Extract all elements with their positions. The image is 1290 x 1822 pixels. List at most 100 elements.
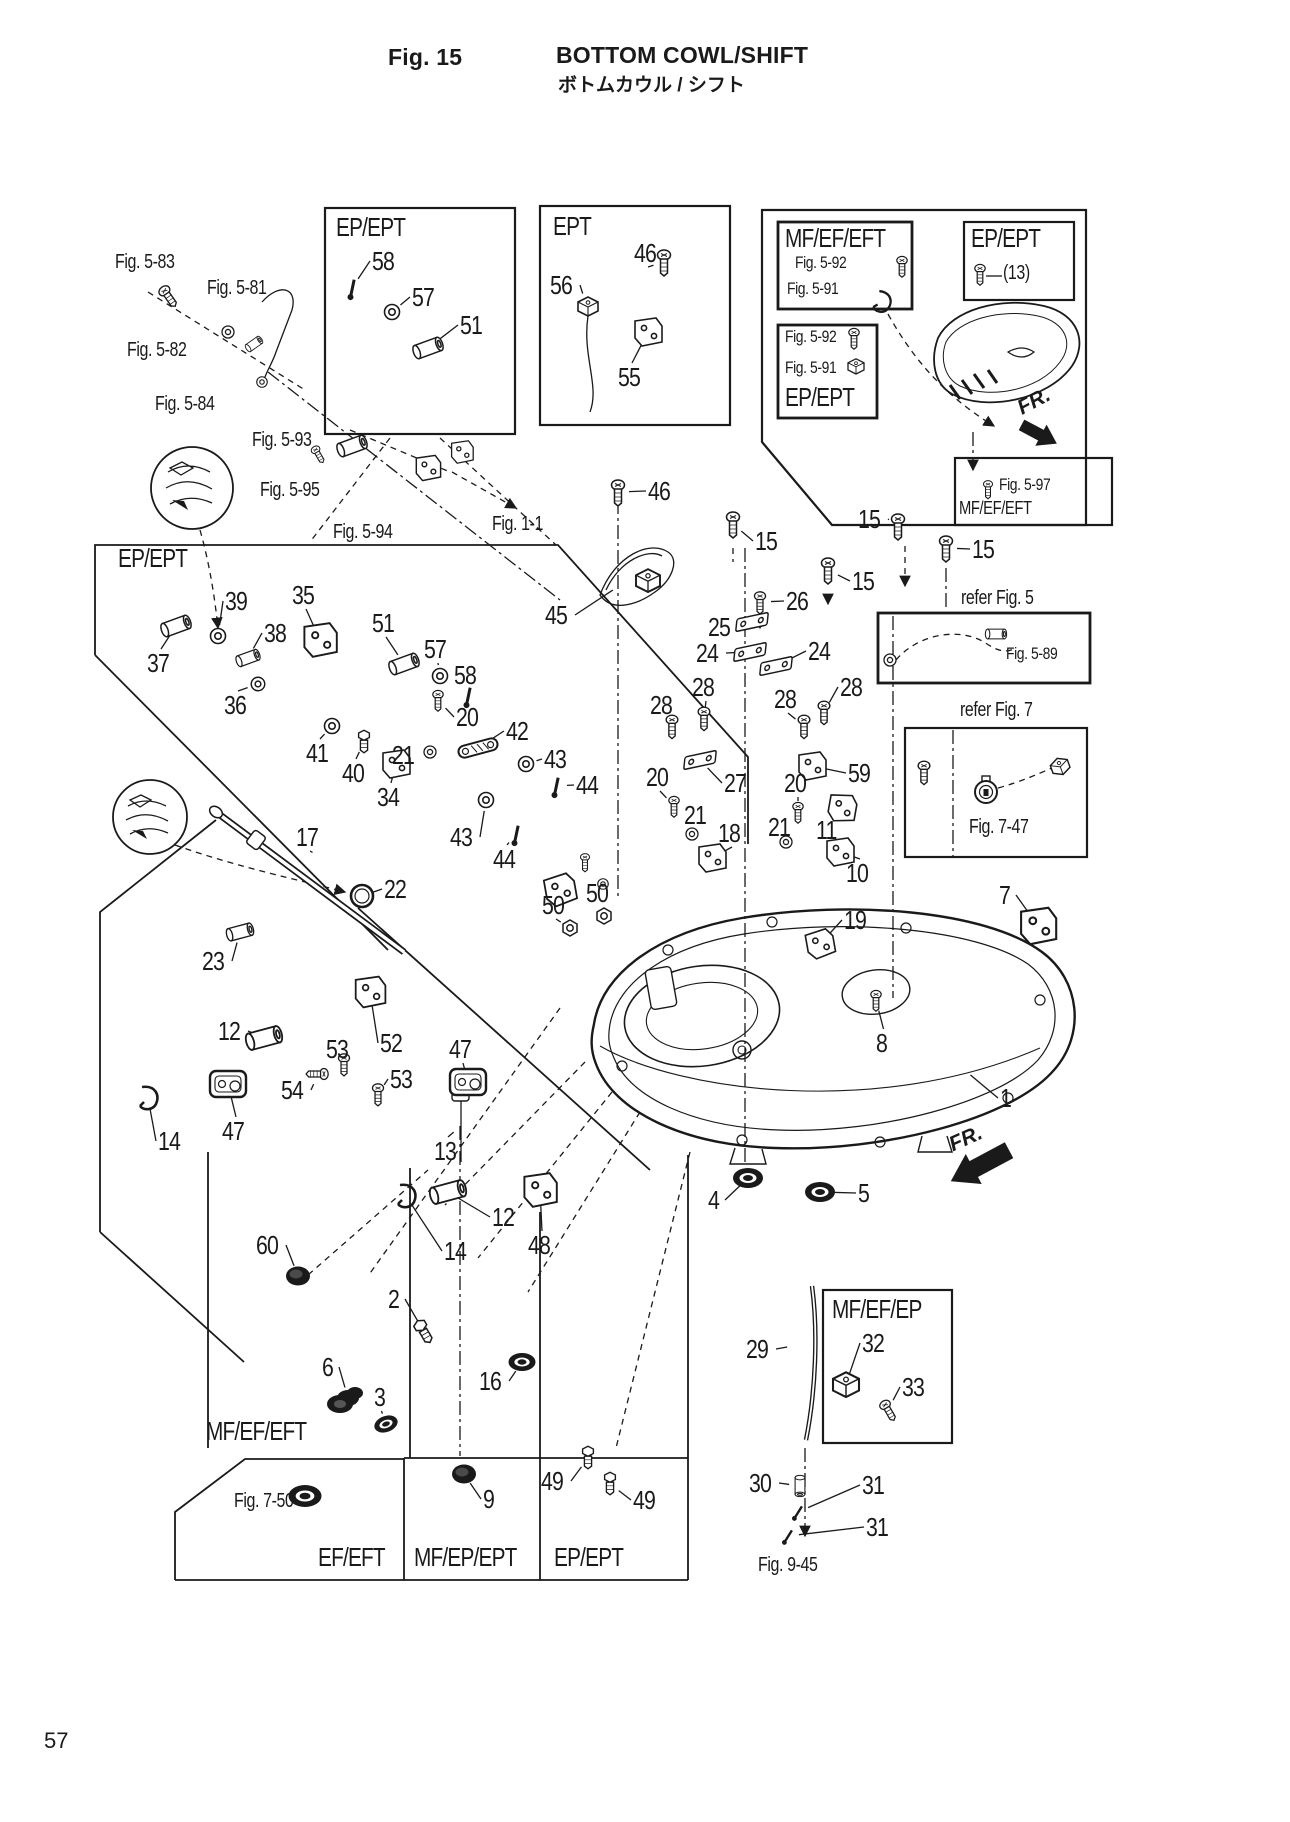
callout-40: 40: [342, 758, 365, 788]
part-cap: [286, 1266, 310, 1286]
leader-line: [355, 751, 360, 760]
callout-26: 26: [786, 586, 809, 616]
callout-13: 13: [434, 1136, 457, 1166]
part-scr: [156, 283, 181, 311]
callout-2: 2: [388, 1284, 400, 1314]
leader-line: [830, 1191, 857, 1194]
callout-37: 37: [147, 648, 170, 678]
leader-line: [570, 1466, 582, 1482]
callout-49: 49: [541, 1466, 564, 1496]
label-ep-ept: EP/EPT: [554, 1542, 624, 1572]
label-ef-eft: EF/EFT: [318, 1542, 386, 1572]
part-was: [517, 755, 535, 773]
leader-line: [149, 1108, 157, 1142]
part-scr: [817, 700, 831, 726]
label-fig-5-89: Fig. 5-89: [1006, 644, 1058, 663]
part-b3d: [577, 296, 599, 317]
callout-20: 20: [646, 762, 669, 792]
part-was: [883, 653, 897, 667]
part-brk: [303, 622, 338, 658]
leader-line: [469, 1482, 482, 1500]
leader-line: [878, 1010, 885, 1030]
part-cyl: [243, 1024, 285, 1052]
leader-line: [380, 1410, 384, 1414]
part-clp: [396, 1183, 417, 1209]
part-key: [974, 775, 998, 804]
leader-line: [447, 1131, 455, 1138]
leader-line: [536, 758, 543, 762]
callout-43: 43: [544, 744, 567, 774]
callout-38: 38: [264, 618, 287, 648]
callout-47: 47: [222, 1116, 245, 1146]
part-was: [477, 791, 495, 809]
callout-28: 28: [650, 690, 673, 720]
part-blt: [357, 729, 371, 754]
label-fig-5-92: Fig. 5-92: [785, 327, 837, 346]
callout-28: 28: [774, 684, 797, 714]
leader-line: [411, 1204, 443, 1252]
box-fig5-97: [953, 456, 1114, 527]
leader-line: [479, 810, 485, 838]
callout-1: 1: [1000, 1083, 1012, 1113]
box-refer-fig5: [876, 611, 1092, 685]
callout-48: 48: [528, 1230, 551, 1260]
callout-53: 53: [326, 1034, 349, 1064]
part-was: [431, 667, 449, 685]
part-pin: [777, 1529, 797, 1547]
leader-line: [160, 634, 171, 650]
callout-9: 9: [483, 1484, 495, 1514]
part-brk: [803, 926, 838, 961]
part-scr: [305, 1067, 329, 1081]
leader-line: [618, 1490, 632, 1501]
part-scr: [610, 479, 626, 507]
page-title-japanese: ボトムカウル / シフト: [558, 75, 745, 96]
label-fig-9-45: Fig. 9-45: [758, 1554, 818, 1576]
leader-line: [659, 790, 667, 799]
part-brk: [1020, 906, 1058, 946]
callout-47: 47: [449, 1034, 472, 1064]
part-scr: [848, 327, 860, 350]
label-mf-ef-ep: MF/EF/EP: [832, 1294, 922, 1324]
part-nut: [562, 919, 578, 937]
part-brk: [415, 454, 442, 482]
part-scr: [579, 853, 591, 873]
part-pin: [339, 278, 365, 303]
callout-45: 45: [545, 600, 568, 630]
leader-line: [229, 1094, 237, 1118]
callout-33: 33: [902, 1372, 925, 1402]
leader-line: [579, 284, 584, 294]
callout-52: 52: [380, 1028, 403, 1058]
callout-42: 42: [506, 716, 529, 746]
callout-30: 30: [749, 1468, 772, 1498]
label-ep-ept: EP/EPT: [118, 543, 188, 573]
leader-line: [837, 574, 851, 582]
leader-line: [574, 589, 614, 616]
leader-line: [218, 600, 224, 626]
part-brk: [698, 843, 727, 873]
leader-line: [383, 1078, 389, 1086]
callout-23: 23: [202, 946, 225, 976]
callout-12: 12: [218, 1016, 241, 1046]
callout-28: 28: [692, 672, 715, 702]
box-fig5-92-91: [776, 323, 879, 420]
part-pin: [787, 1505, 807, 1523]
leader-line: [787, 712, 796, 720]
callout-35: 35: [292, 580, 315, 610]
part-pad: [208, 1069, 248, 1099]
label-ep-ept: EP/EPT: [785, 382, 855, 412]
callout-21: 21: [768, 812, 791, 842]
label-ep-ept: EP/EPT: [971, 223, 1041, 253]
part-scr: [432, 689, 444, 712]
callout-4: 4: [708, 1185, 720, 1215]
part-brk: [450, 440, 474, 464]
callout-59: 59: [848, 758, 871, 788]
part-nut: [596, 907, 612, 925]
part-grm: [371, 1412, 401, 1436]
part-scr: [890, 513, 906, 541]
leader-line: [372, 888, 383, 893]
part-cyl: [243, 334, 265, 354]
callout-22: 22: [384, 874, 407, 904]
label-fig-5-97: Fig. 5-97: [999, 475, 1051, 494]
